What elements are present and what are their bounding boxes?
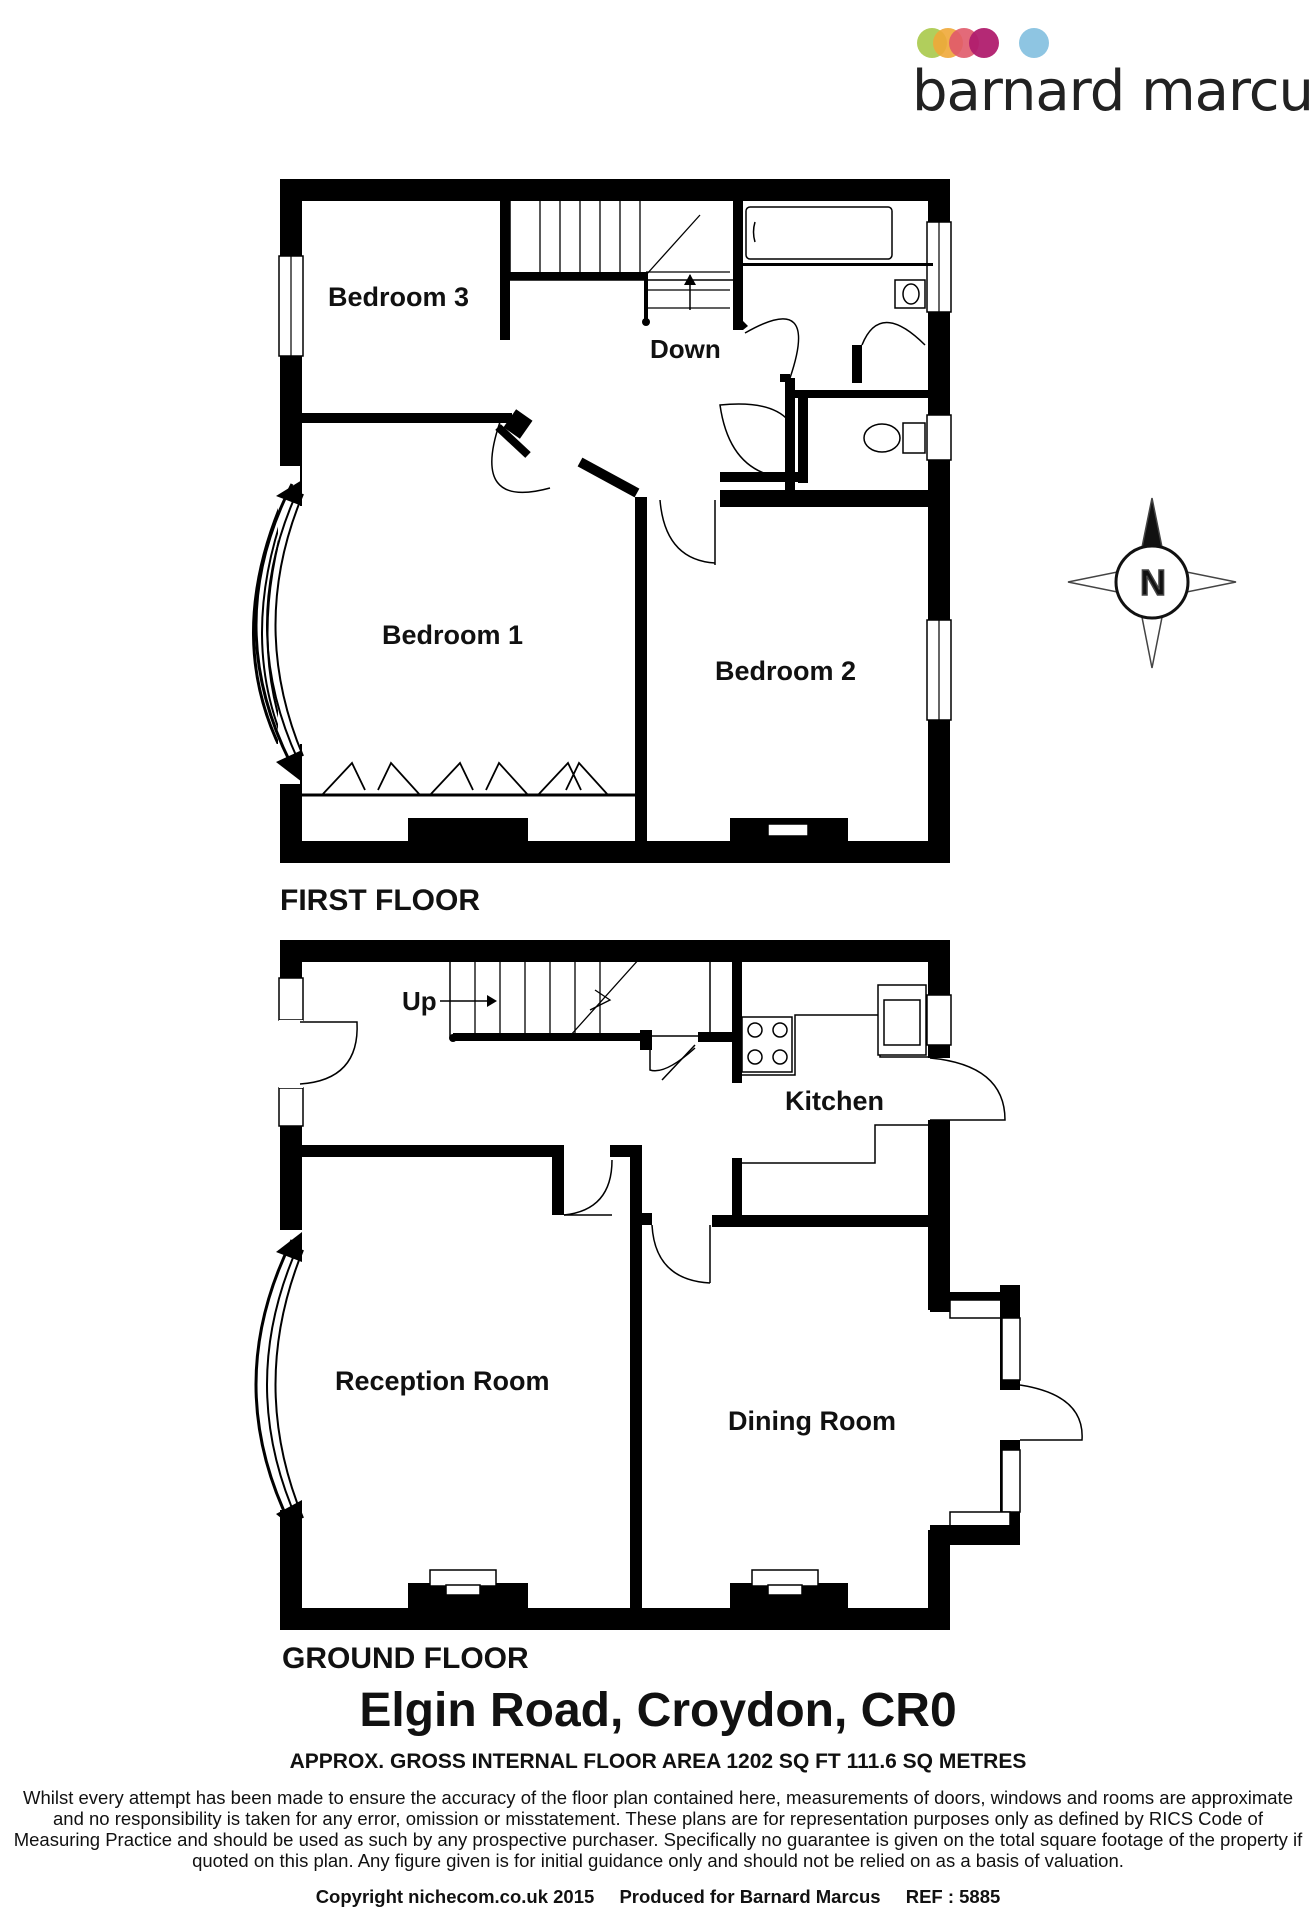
stairs-down-label: Down (650, 334, 721, 364)
bedroom-1-label: Bedroom 1 (382, 620, 523, 650)
dining-room-label: Dining Room (728, 1406, 896, 1436)
bedroom-3-label: Bedroom 3 (328, 282, 469, 312)
first-floor-label: FIRST FLOOR (280, 884, 480, 917)
compass-rose-icon: N (1067, 497, 1237, 669)
produced-for-text: Produced for Barnard Marcus (619, 1886, 881, 1907)
brand-logo: barnard marcus (912, 28, 1316, 124)
reception-room-label: Reception Room (335, 1366, 550, 1396)
logo-dot (1019, 28, 1049, 58)
bedroom-2-label: Bedroom 2 (715, 656, 856, 686)
copyright-text: Copyright nichecom.co.uk 2015 (315, 1886, 595, 1907)
disclaimer-text: Whilst every attempt has been made to en… (13, 1787, 1303, 1871)
logo-dot (969, 28, 999, 58)
first-floor-plan: Down (252, 179, 952, 917)
stairs-up-label: Up (402, 986, 437, 1016)
ground-floor-plan: Up (254, 940, 1083, 1675)
property-title: Elgin Road, Croydon, CR0 (359, 1684, 957, 1737)
kitchen-label: Kitchen (785, 1086, 884, 1116)
compass-north-label: N (1140, 562, 1166, 603)
ground-floor-label: GROUND FLOOR (282, 1642, 529, 1675)
floor-area-summary: APPROX. GROSS INTERNAL FLOOR AREA 1202 S… (289, 1750, 1027, 1773)
brand-name: barnard marcus (912, 59, 1316, 124)
credits-row: Copyright nichecom.co.uk 2015 Produced f… (0, 1886, 1316, 1908)
reference-text: REF : 5885 (905, 1886, 1001, 1907)
